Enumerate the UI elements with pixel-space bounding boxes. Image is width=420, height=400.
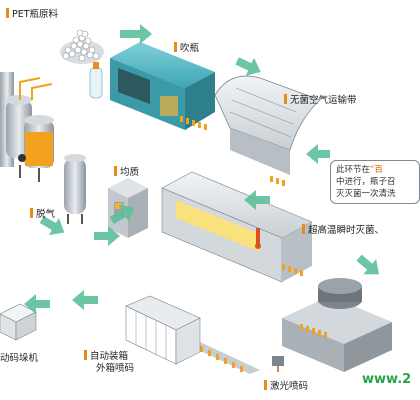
pet-pellet-pile [60, 29, 104, 64]
label-blow-molding: 吹瓶 [174, 42, 199, 54]
label-palletizer: 动码垛机 [0, 353, 39, 364]
production-line-diagram [0, 24, 392, 374]
label-sterile-air-conveyor: 无菌空气运输带 [284, 94, 357, 106]
uht-sterilizer [161, 171, 313, 283]
process-note-callout: 此环节在“百 中进行，瓶子召 灭灭菌一次清洗 [330, 160, 420, 204]
homogenizer [108, 178, 148, 238]
degassing-tank [64, 154, 86, 224]
sterile-air-conveyor [180, 75, 321, 186]
label-homogenize: 均质 [114, 166, 139, 178]
palletizer [0, 303, 37, 341]
label-carton-coding: 外箱喷码 [96, 363, 135, 374]
laser-coder [272, 356, 284, 372]
note-line3: 灭灭菌一次清洗 [336, 189, 396, 199]
label-laser-coding: 激光喷码 [264, 380, 308, 392]
pet-bottle-icon [89, 62, 103, 99]
label-auto-carton: 自动装箱 [84, 350, 128, 362]
note-line2: 中进行，瓶子召 [336, 177, 396, 187]
blow-molding-machine [110, 42, 215, 130]
label-pet-raw-material: PET瓶原料 [6, 8, 58, 20]
label-degas: 脱气 [30, 208, 55, 220]
filling-machine [282, 278, 392, 372]
mixing-tanks [0, 72, 54, 182]
label-uht-sterilization: 超高温瞬时灭菌、 [302, 224, 384, 236]
bottle-conveyor [190, 342, 260, 374]
site-watermark: www.2 [362, 372, 412, 387]
note-line1-quote: “百 [370, 165, 383, 175]
auto-carton-packer [125, 295, 201, 365]
note-line1-prefix: 此环节在 [336, 165, 371, 175]
flow-arrows [24, 24, 379, 314]
